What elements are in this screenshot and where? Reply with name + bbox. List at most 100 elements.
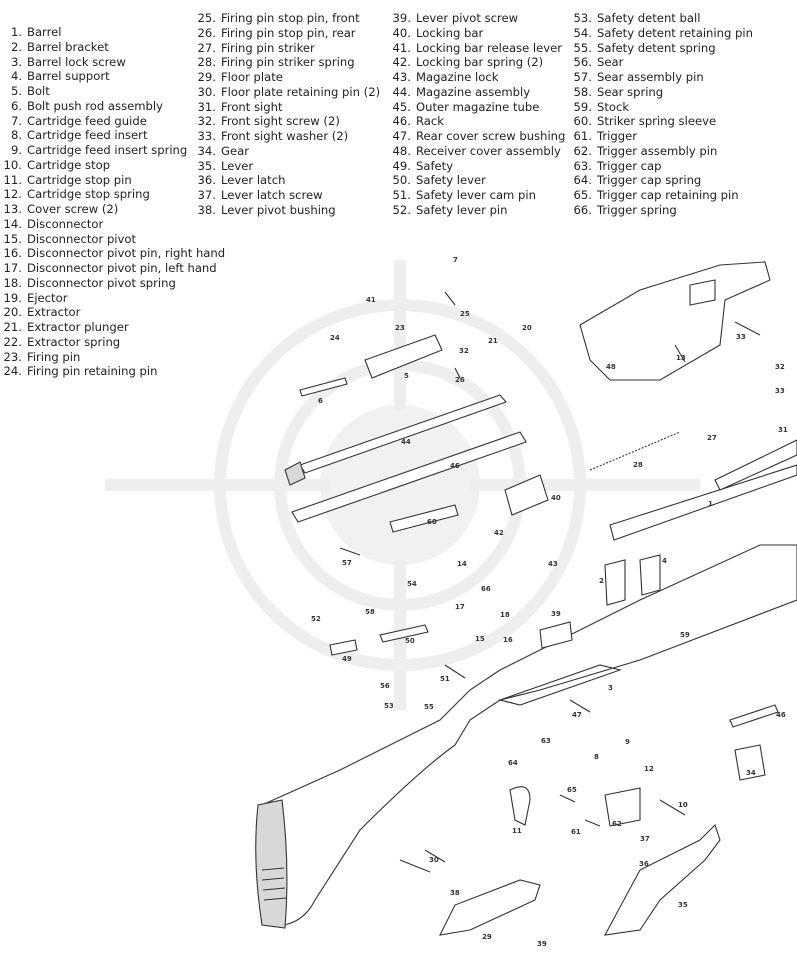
legend-item-name: Disconnector pivot pin, right hand (27, 246, 226, 261)
receiver-cover-part (579, 261, 771, 381)
legend-item: 11.Cartridge stop pin (2, 173, 225, 188)
legend-item-number: 14. (3, 216, 22, 231)
legend-item-name: Safety detent retaining pin (597, 25, 753, 40)
callout-label: 31 (778, 426, 788, 434)
legend-item-number: 4. (10, 69, 22, 84)
callout-label: 39 (551, 610, 561, 618)
legend-item-name: Receiver cover assembly (416, 143, 561, 158)
legend-item: 49.Safety (391, 159, 565, 174)
legend-item-number: 48. (392, 143, 411, 158)
legend-item-name: Trigger assembly pin (597, 143, 718, 158)
callout-label: 5 (404, 372, 409, 380)
legend-item-name: Safety lever pin (416, 202, 508, 217)
legend-item: 3.Barrel lock screw (2, 55, 225, 70)
callout-label: 27 (707, 434, 717, 442)
legend-item: 28.Firing pin striker spring (196, 55, 380, 70)
legend-item-name: Cartridge feed guide (27, 113, 147, 128)
legend-item: 24.Firing pin retaining pin (2, 364, 225, 379)
legend-item: 55.Safety detent spring (572, 41, 753, 56)
legend-item-number: 51. (392, 188, 411, 202)
legend-item-number: 20. (3, 305, 22, 320)
legend-item: 2.Barrel bracket (2, 40, 225, 55)
callout-label: 54 (407, 580, 417, 588)
legend-item-number: 33. (197, 129, 216, 143)
legend-item-number: 35. (197, 158, 216, 173)
legend-item-number: 59. (573, 99, 592, 114)
legend-item: 19.Ejector (2, 291, 225, 306)
legend-item: 66.Trigger spring (572, 203, 753, 218)
legend-item-number: 9. (10, 143, 22, 157)
legend-item: 15.Disconnector pivot (2, 232, 225, 247)
legend-item: 63.Trigger cap (572, 159, 753, 174)
callout-label: 26 (455, 376, 465, 384)
legend-item-number: 21. (3, 320, 22, 334)
callout-label: 37 (640, 835, 650, 843)
legend-item-number: 29. (197, 70, 216, 84)
legend-item-number: 40. (392, 25, 411, 40)
callout-label: 41 (366, 296, 376, 304)
legend-item-name: Floor plate retaining pin (2) (221, 84, 381, 99)
callout-label: 63 (541, 737, 551, 745)
legend-item-number: 65. (573, 188, 592, 202)
callout-label: 1 (708, 500, 713, 508)
callout-label: 39 (537, 940, 547, 948)
legend-item-name: Safety detent ball (597, 11, 701, 25)
callout-label: 47 (572, 711, 582, 719)
legend-item-name: Lever pivot bushing (221, 202, 336, 217)
legend-item: 1.Barrel (2, 25, 225, 40)
legend-item: 48. Receiver cover assembly (391, 144, 565, 159)
legend-item-number: 32. (197, 114, 216, 129)
legend-item-name: Trigger cap (597, 158, 662, 173)
legend-item: 26.Firing pin stop pin, rear (196, 26, 380, 41)
legend-item-number: 24. (3, 364, 22, 379)
callout-label: 57 (342, 559, 352, 567)
legend-item-number: 37. (197, 188, 216, 202)
callout-label: 9 (625, 738, 630, 746)
legend-item-name: Rear cover screw bushing (416, 129, 566, 143)
legend-item: 36.Lever latch (196, 173, 380, 188)
legend-item-number: 41. (392, 40, 411, 55)
legend-item-name: Front sight (221, 99, 283, 114)
callout-label: 23 (395, 324, 405, 332)
legend-item-name: Trigger cap retaining pin (597, 188, 739, 202)
pins-and-screws (339, 291, 761, 873)
callout-label: 21 (488, 337, 498, 345)
legend-item-name: Disconnector (27, 216, 104, 231)
magazine-assembly-part (299, 394, 507, 474)
callout-label: 43 (548, 560, 558, 568)
legend-item-number: 31. (197, 99, 216, 114)
callout-label: 7 (453, 256, 458, 264)
callout-label: 30 (429, 856, 439, 864)
legend-item-name: Firing pin (27, 349, 81, 364)
legend-item-name: Bolt (27, 84, 50, 98)
legend-item-name: Locking bar spring (2) (416, 55, 544, 70)
legend-item-name: Trigger cap spring (597, 173, 702, 188)
callout-label: 16 (503, 636, 513, 644)
legend-item-number: 62. (573, 143, 592, 158)
legend-item-name: Cartridge feed insert (27, 128, 148, 143)
legend-item: 14. Disconnector (2, 217, 225, 232)
callout-label: 49 (342, 655, 352, 663)
outer-magazine-tube-part (291, 431, 527, 523)
legend-item: 56.Sear (572, 55, 753, 70)
legend-item-number: 27. (197, 40, 216, 55)
striker-sleeve-part (389, 504, 459, 533)
safety-lever-part (379, 624, 429, 643)
bolt-part (364, 334, 443, 379)
legend-item-name: Cartridge feed insert spring (27, 143, 188, 157)
legend-item-name: Floor plate (221, 70, 283, 84)
legend-item-name: Disconnector pivot (27, 231, 137, 246)
callout-label: 4 (662, 557, 667, 565)
legend-item-number: 34. (197, 143, 216, 158)
legend-item-number: 2. (10, 39, 22, 54)
legend-item: 46.Rack (391, 114, 565, 129)
legend-item-number: 54. (573, 25, 592, 40)
legend-item: 42.Locking bar spring (2) (391, 55, 565, 70)
legend-item-number: 6. (10, 98, 22, 113)
legend-item: 22.Extractor spring (2, 335, 225, 350)
legend-item-number: 53. (573, 11, 592, 25)
legend-item-name: Cartridge stop (27, 157, 111, 172)
